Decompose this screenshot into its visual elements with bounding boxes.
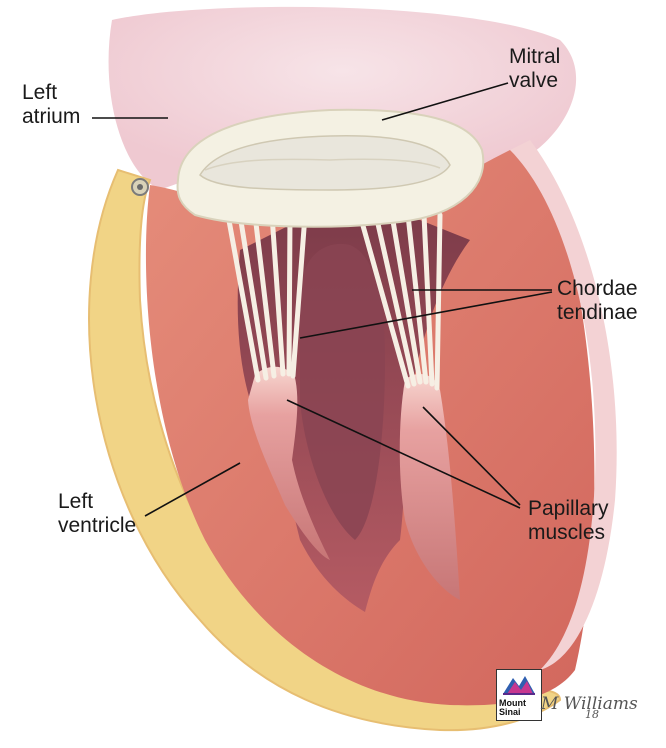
pointer-lines: [92, 82, 553, 517]
pointer-left-ventricle: [144, 462, 241, 517]
mitral-valve: [176, 108, 485, 228]
pointer-chordae-2: [299, 291, 553, 339]
outer-wall-right: [510, 140, 617, 670]
label-chordae-tendinae: Chordae tendinae: [557, 277, 638, 324]
pointer-papillary-1: [286, 399, 521, 509]
papillary-muscle-right: [399, 374, 460, 600]
mount-sinai-logo: Mount Sinai: [496, 669, 542, 721]
artist-signature: M Williams 18: [541, 694, 638, 721]
mountain-icon: [503, 676, 535, 695]
pointer-papillary-2: [422, 406, 521, 506]
chordae-left: [225, 212, 308, 383]
pointer-mitral-valve: [381, 82, 509, 121]
coronary-vessel: [131, 178, 149, 196]
label-papillary-muscles: Papillary muscles: [528, 497, 609, 544]
label-mitral-valve: Mitral valve: [509, 45, 561, 92]
logo-text: Mount Sinai: [499, 698, 526, 717]
label-left-ventricle: Left ventricle: [58, 490, 137, 537]
label-left-atrium: Left atrium: [22, 81, 81, 128]
epicardium-outline: [88, 168, 562, 732]
papillary-muscle-left: [248, 366, 330, 560]
cavity-recess: [300, 243, 385, 540]
chordae-right: [357, 212, 443, 391]
